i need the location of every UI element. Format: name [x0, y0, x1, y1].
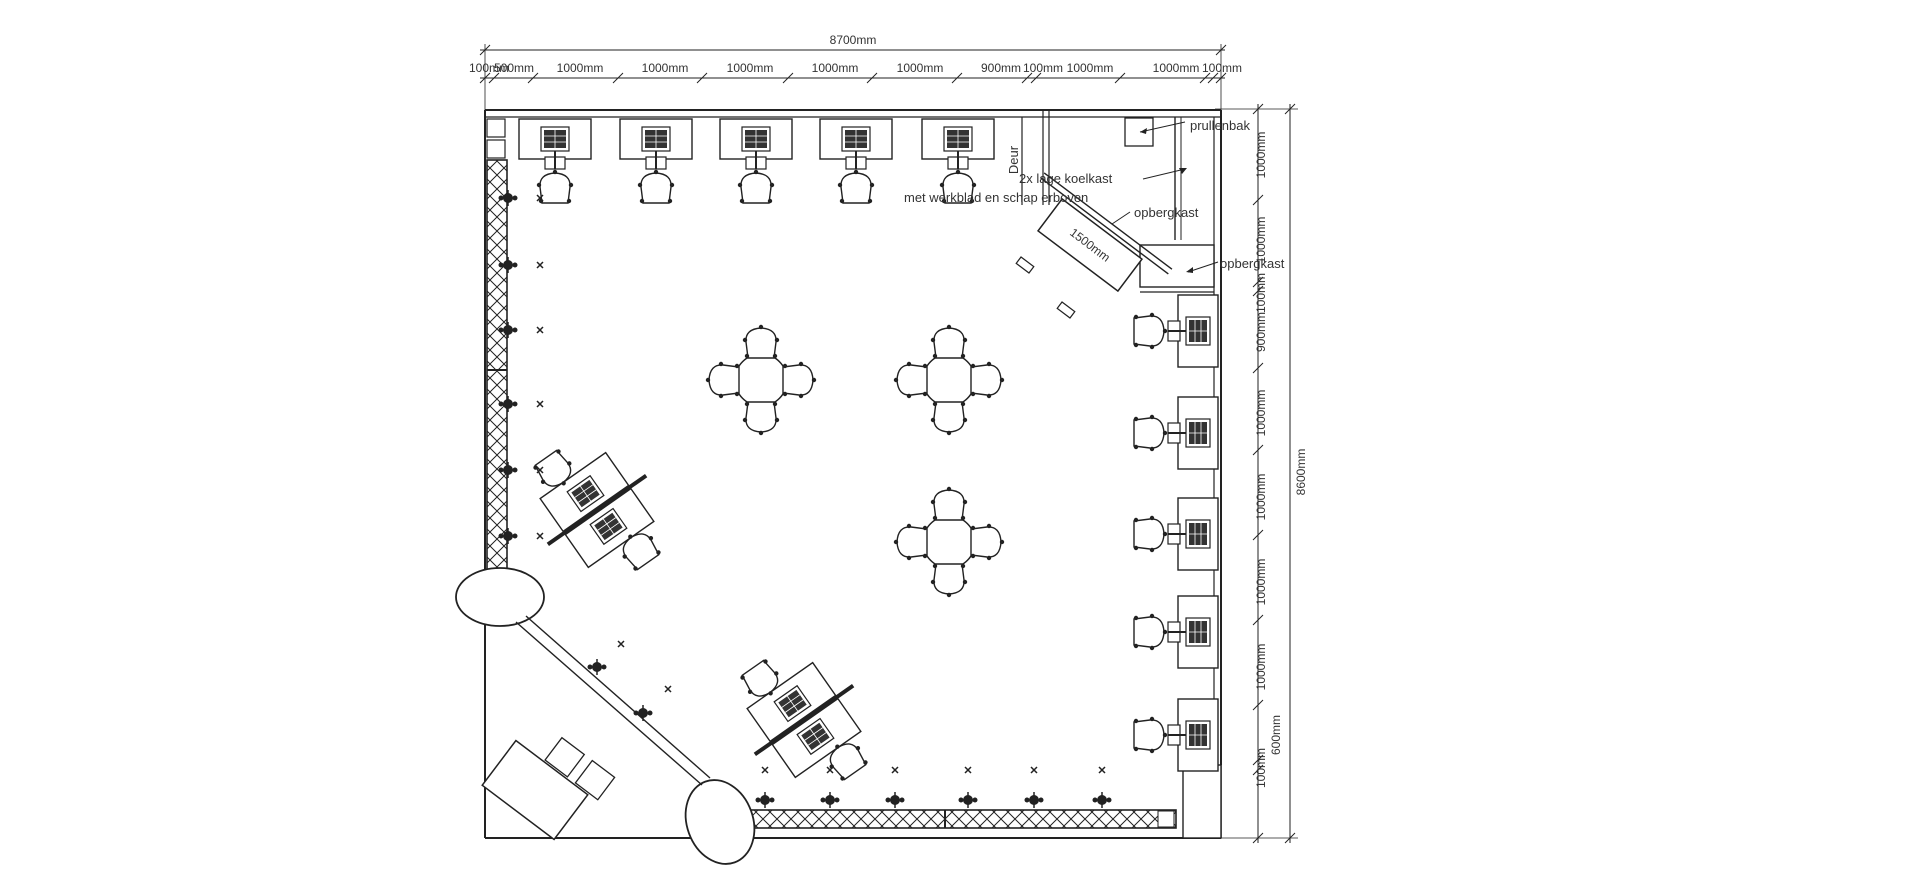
top-seg-2: 500mm [494, 61, 534, 75]
floor-marker [964, 766, 972, 774]
truss-bottom [747, 809, 1177, 829]
truss-left [486, 159, 508, 571]
floor-marker [1030, 766, 1038, 774]
workstation-right-4 [1134, 596, 1218, 668]
workstation-right-5 [1134, 699, 1218, 771]
storage-room: Deur 1500mm [1006, 110, 1215, 319]
workstation-top-1 [519, 119, 591, 203]
right-seg-2: 1000mm [1254, 217, 1268, 264]
right-dimensions: 8600mm 1000mm 1000mm 100mm 900mm 1000mm … [1215, 103, 1308, 844]
floor-marker [1098, 766, 1106, 774]
floor-marker [536, 326, 544, 334]
floor-marker [536, 400, 544, 408]
label-opbergkast-2: opbergkast [1220, 256, 1285, 271]
workstation-right-2 [1134, 397, 1218, 469]
floor-marker [536, 532, 544, 540]
stools-bottom [754, 766, 1113, 809]
stool-bottom [957, 791, 979, 809]
right-seg-3: 100mm [1254, 273, 1268, 313]
workstation-right-3 [1134, 498, 1218, 570]
booth-outline [484, 109, 1222, 839]
top-seg-5: 1000mm [727, 61, 774, 75]
small-desk [481, 736, 616, 841]
top-seg-4: 1000mm [642, 61, 689, 75]
round-table-3 [894, 487, 1004, 597]
stool-bottom [819, 791, 841, 809]
overall-width-label: 8700mm [830, 33, 877, 47]
top-seg-1: 100mm [469, 61, 509, 75]
label-prullenbak: prullenbak [1190, 118, 1250, 133]
right-seg-1: 1000mm [1254, 132, 1268, 179]
label-koelkast: 2x lage koelkast [1019, 171, 1113, 186]
stool-bottom [884, 791, 906, 809]
round-table-1 [706, 325, 816, 435]
workstation-top-3 [720, 119, 792, 203]
stool-bottom [1023, 791, 1045, 809]
label-opbergkast-1: opbergkast [1134, 205, 1199, 220]
floor-marker [761, 766, 769, 774]
workstations-right-column [1134, 295, 1218, 771]
diagonal-workstation-1 [530, 446, 664, 574]
diagonal-workstation-2 [737, 656, 871, 784]
workstation-top-4 [820, 119, 892, 203]
top-seg-8: 900mm [981, 61, 1021, 75]
right-seg-4: 900mm [1254, 312, 1268, 352]
top-seg-3: 1000mm [557, 61, 604, 75]
floor-marker [536, 261, 544, 269]
right-seg-6: 1000mm [1254, 474, 1268, 521]
right-seg-8: 1000mm [1254, 644, 1268, 691]
right-seg-10: 600mm [1269, 715, 1283, 755]
top-seg-7: 1000mm [897, 61, 944, 75]
floor-marker [891, 766, 899, 774]
workstation-top-2 [620, 119, 692, 203]
top-seg-12: 100mm [1202, 61, 1242, 75]
right-seg-7: 1000mm [1254, 559, 1268, 606]
door-label: Deur [1006, 145, 1021, 174]
annotations: prullenbak 2x lage koelkast met werkblad… [904, 118, 1285, 273]
top-seg-6: 1000mm [812, 61, 859, 75]
right-seg-5: 1000mm [1254, 390, 1268, 437]
stool-bottom [1091, 791, 1113, 809]
top-seg-10: 1000mm [1067, 61, 1114, 75]
diagonal-counter [455, 567, 756, 865]
top-seg-11: 1000mm [1153, 61, 1200, 75]
top-seg-9: 100mm [1023, 61, 1063, 75]
overall-depth-label: 8600mm [1294, 449, 1308, 496]
round-tables [706, 325, 1004, 597]
stool-bottom [754, 791, 776, 809]
top-dimensions: 8700mm 100mm 500mm 1000mm 1000mm 1000mm … [469, 33, 1242, 118]
label-werkblad: met werkblad en schap erboven [904, 190, 1088, 205]
workstation-right-1 [1134, 295, 1218, 367]
right-seg-9: 100mm [1254, 748, 1268, 788]
round-table-2 [894, 325, 1004, 435]
